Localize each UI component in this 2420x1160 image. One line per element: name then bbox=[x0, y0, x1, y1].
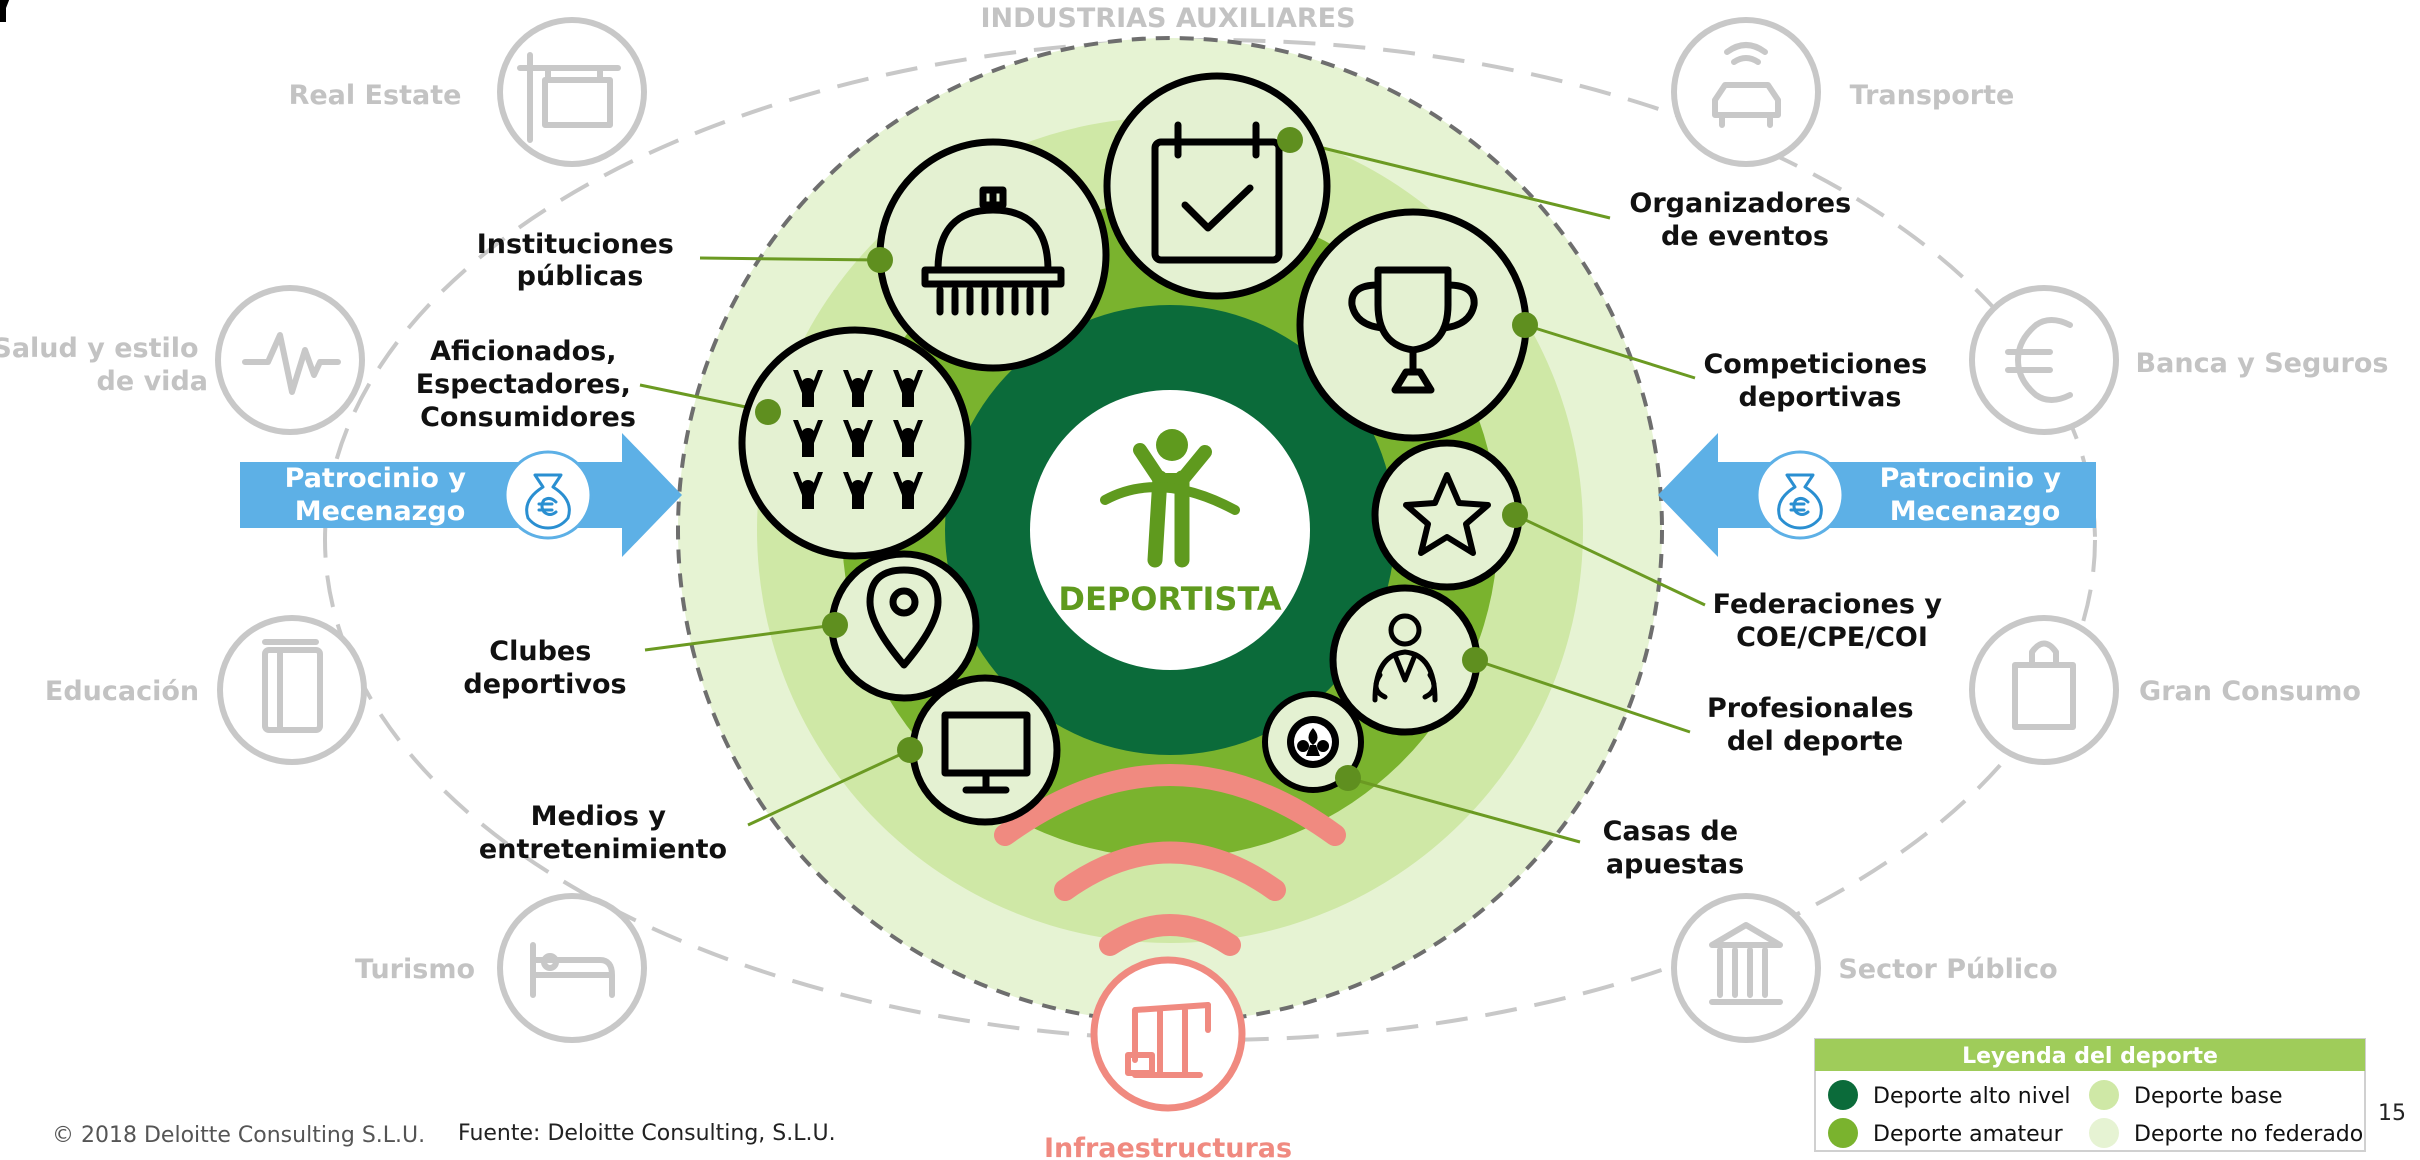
legend-label-no-federado: Deporte no federado bbox=[2134, 1122, 2363, 1147]
aux-transporte bbox=[1671, 17, 1821, 167]
center-circle bbox=[1030, 390, 1310, 670]
legend-swatch-no-federado bbox=[2089, 1118, 2119, 1148]
page-number: 15 bbox=[2378, 1101, 2406, 1126]
aux-label-turismo: Turismo bbox=[355, 954, 475, 985]
aux-sector-publico bbox=[1671, 893, 1821, 1043]
calendar-check-icon bbox=[1151, 121, 1283, 264]
sponsorship-left: Patrocinio y Mecenazgo bbox=[240, 433, 682, 557]
shopping-bag-icon bbox=[2012, 640, 2076, 730]
label-medios: Medios y entretenimiento bbox=[479, 801, 727, 865]
source: Fuente: Deloitte Consulting, S.L.U. bbox=[458, 1121, 836, 1146]
node-aficionados bbox=[0, 0, 972, 560]
label-clubes: Clubes deportivos bbox=[463, 636, 626, 700]
aux-salud bbox=[215, 285, 365, 435]
label-profesionales: Profesionales del deporte bbox=[1707, 693, 1923, 757]
star-icon bbox=[1403, 472, 1491, 556]
title-bg bbox=[950, 0, 1370, 36]
svg-text:Patrocinio y Mecenazgo: Patrocinio y Mecenazgo bbox=[285, 463, 476, 527]
label-organizadores: Organizadores de eventos bbox=[1629, 188, 1860, 252]
government-building-icon bbox=[1709, 922, 1783, 1005]
aux-label-banca: Banca y Seguros bbox=[2136, 348, 2389, 379]
svg-text:Patrocinio y Mecenazgo: Patrocinio y Mecenazgo bbox=[1880, 463, 2071, 527]
legend-label-amateur: Deporte amateur bbox=[1873, 1122, 2064, 1147]
bed-icon bbox=[530, 942, 615, 998]
aux-gran-consumo bbox=[1969, 615, 2119, 765]
infraestructuras-label: Infraestructuras bbox=[1044, 1133, 1292, 1160]
legend-label-alto: Deporte alto nivel bbox=[1873, 1084, 2071, 1109]
crowd-icon bbox=[0, 0, 923, 509]
infraestructuras-node bbox=[1090, 956, 1246, 1112]
sponsorship-right: Patrocinio y Mecenazgo bbox=[1658, 433, 2096, 557]
money-bag-icon bbox=[525, 473, 571, 530]
legend-swatch-amateur bbox=[1828, 1118, 1858, 1148]
node-federaciones bbox=[1371, 439, 1528, 591]
infrastructure-waves bbox=[994, 764, 1346, 956]
aux-label-gran-consumo: Gran Consumo bbox=[2139, 676, 2361, 707]
label-casas: Casas de apuestas bbox=[1603, 816, 1748, 880]
legend-swatch-base bbox=[2089, 1080, 2119, 1110]
legend-label-base: Deporte base bbox=[2134, 1084, 2283, 1109]
label-federaciones: Federaciones y COE/CPE/COI bbox=[1713, 589, 1952, 653]
legend: Leyenda del deporte Deporte alto nivel D… bbox=[1814, 1038, 2366, 1152]
athlete-icon bbox=[1100, 429, 1240, 568]
aux-turismo bbox=[497, 893, 647, 1043]
location-pin-icon bbox=[866, 566, 942, 669]
sign-icon bbox=[517, 52, 621, 143]
money-bag-icon-right bbox=[1777, 473, 1823, 530]
aux-banca bbox=[1969, 285, 2119, 435]
node-clubes bbox=[822, 550, 980, 702]
aux-real-estate bbox=[497, 17, 647, 167]
aux-label-transporte: Transporte bbox=[1850, 80, 2015, 111]
node-profesionales bbox=[1329, 584, 1488, 736]
legend-swatch-alto bbox=[1828, 1080, 1858, 1110]
aux-label-real-estate: Real Estate bbox=[289, 80, 462, 111]
node-instituciones bbox=[867, 138, 1110, 372]
auxiliary-title: INDUSTRIAS AUXILIARES bbox=[980, 3, 1355, 34]
legend-title: Leyenda del deporte bbox=[1962, 1044, 2218, 1069]
euro-icon bbox=[2005, 317, 2073, 403]
aux-label-educacion: Educación bbox=[45, 676, 199, 707]
label-aficionados: Aficionados, Espectadores, Consumidores bbox=[416, 336, 641, 433]
node-organizadores bbox=[1103, 72, 1331, 300]
trophy-icon bbox=[1348, 266, 1478, 394]
capitol-icon bbox=[921, 186, 1065, 316]
node-competiciones bbox=[1296, 208, 1538, 442]
heartbeat-icon bbox=[242, 332, 341, 395]
copyright: © 2018 Deloitte Consulting S.L.U. bbox=[52, 1123, 425, 1148]
label-instituciones: Instituciones públicas bbox=[477, 229, 683, 292]
center-label: DEPORTISTA bbox=[1058, 580, 1281, 618]
aux-educacion bbox=[217, 615, 367, 765]
node-medios bbox=[897, 674, 1061, 826]
node-casas bbox=[1262, 691, 1364, 793]
aux-label-salud: Salud y estilo de vida bbox=[0, 333, 208, 397]
aux-label-sector-publico: Sector Público bbox=[1838, 954, 2057, 985]
crane-icon bbox=[1125, 1002, 1211, 1078]
agent-connectors bbox=[639, 138, 1706, 844]
label-competiciones: Competiciones deportivas bbox=[1703, 349, 1936, 413]
book-icon bbox=[262, 639, 323, 733]
coach-icon bbox=[1372, 613, 1438, 703]
poker-chip-icon bbox=[1287, 716, 1339, 768]
connected-car-icon bbox=[1712, 42, 1781, 128]
monitor-icon bbox=[941, 711, 1031, 794]
